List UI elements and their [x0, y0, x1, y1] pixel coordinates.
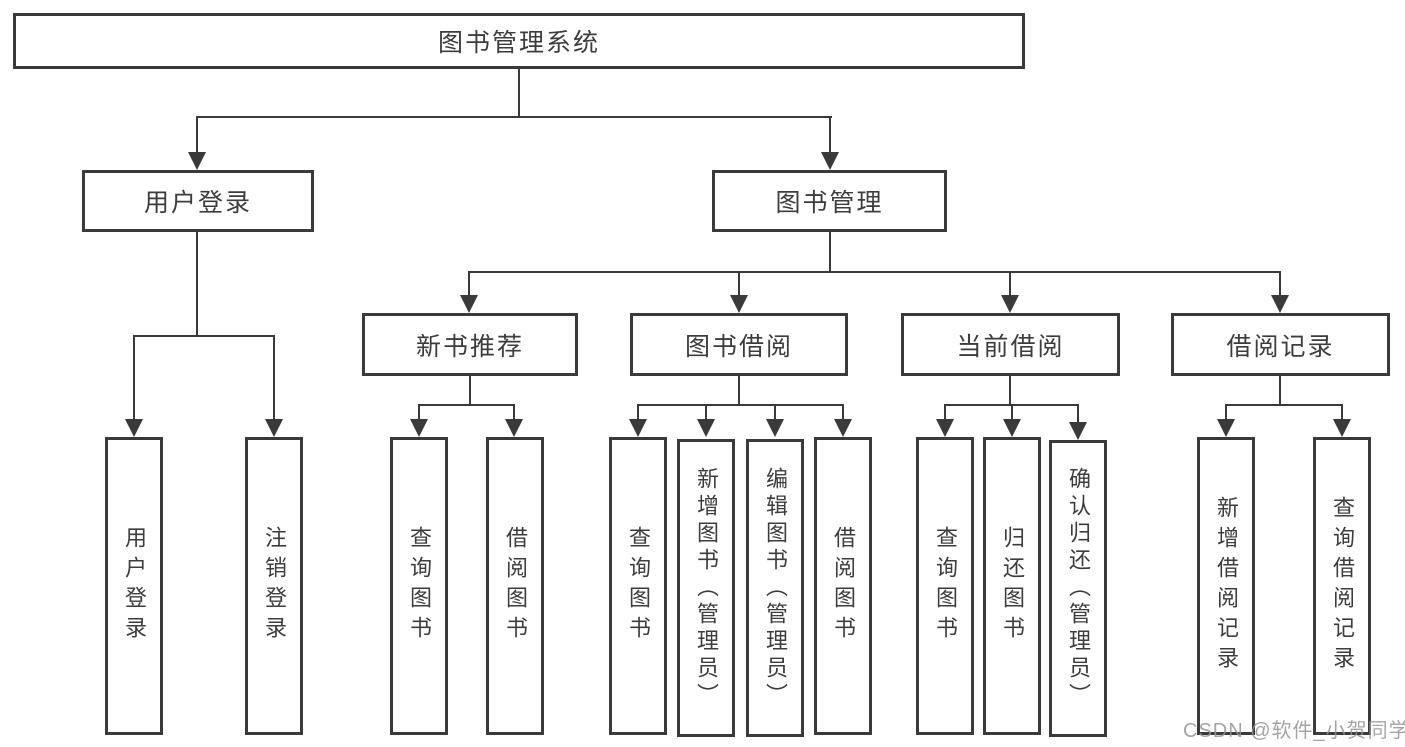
- node-book-borrowing: 图书借阅: [630, 313, 848, 376]
- connector-line: [133, 335, 275, 337]
- leaf-query-books-recommend: 查询图书: [390, 437, 448, 735]
- leaf-query-borrow-record-label: 查询借阅记录: [1330, 496, 1355, 676]
- connector-line: [518, 69, 520, 118]
- arrowhead-down-icon: [410, 419, 428, 437]
- leaf-return-books-label: 归还图书: [1000, 526, 1025, 646]
- connector-line: [738, 272, 740, 296]
- node-library-system-label: 图书管理系统: [437, 29, 600, 57]
- connector-line: [1279, 272, 1281, 296]
- connector-line: [1009, 376, 1011, 405]
- connector-line: [738, 376, 740, 405]
- arrowhead-down-icon: [125, 419, 143, 437]
- arrowhead-down-icon: [730, 295, 748, 313]
- leaf-add-borrow-record: 新增借阅记录: [1197, 437, 1255, 735]
- node-borrow-records: 借阅记录: [1171, 313, 1390, 376]
- connector-line: [513, 405, 515, 420]
- connector-line: [842, 405, 844, 420]
- connector-line: [944, 405, 946, 420]
- leaf-query-books-recommend-label: 查询图书: [407, 526, 432, 646]
- leaf-confirm-return-admin-label: 确认归还（管理员）: [1066, 467, 1091, 710]
- connector-line: [705, 405, 707, 420]
- connector-line: [637, 404, 844, 406]
- arrowhead-down-icon: [1069, 422, 1087, 440]
- leaf-borrow-books-borrowing: 借阅图书: [814, 437, 872, 735]
- connector-line: [1341, 405, 1343, 420]
- leaf-borrow-books-borrowing-label: 借阅图书: [831, 526, 856, 646]
- connector-line: [418, 404, 515, 406]
- connector-line: [1009, 272, 1011, 296]
- arrowhead-down-icon: [1001, 295, 1019, 313]
- connector-line: [468, 271, 1281, 273]
- arrowhead-down-icon: [834, 419, 852, 437]
- arrowhead-down-icon: [1333, 419, 1351, 437]
- connector-line: [637, 405, 639, 420]
- leaf-query-borrow-record: 查询借阅记录: [1313, 437, 1371, 735]
- leaf-edit-book-admin-label: 编辑图书（管理员）: [763, 466, 788, 710]
- connector-line: [468, 272, 470, 296]
- arrowhead-down-icon: [265, 419, 283, 437]
- connector-line: [829, 232, 831, 272]
- arrowhead-down-icon: [936, 419, 954, 437]
- node-current-borrowing-label: 当前借阅: [956, 332, 1065, 361]
- connector-line: [469, 376, 471, 405]
- connector-line: [774, 405, 776, 420]
- leaf-borrow-books-recommend: 借阅图书: [486, 437, 544, 735]
- connector-line: [196, 117, 198, 153]
- node-borrow-records-label: 借阅记录: [1226, 332, 1335, 361]
- node-user-login-label: 用户登录: [143, 189, 252, 217]
- leaf-confirm-return-admin: 确认归还（管理员）: [1049, 440, 1107, 737]
- leaf-logout-label: 注销登录: [262, 526, 287, 646]
- leaf-return-books: 归还图书: [983, 437, 1041, 735]
- node-new-book-recommend: 新书推荐: [362, 313, 578, 376]
- node-book-management-label: 图书管理: [775, 189, 884, 217]
- connector-line: [829, 117, 831, 153]
- leaf-add-borrow-record-label: 新增借阅记录: [1214, 496, 1239, 676]
- arrowhead-down-icon: [629, 419, 647, 437]
- leaf-user-login-label: 用户登录: [122, 526, 147, 646]
- leaf-query-books-current: 查询图书: [916, 437, 974, 735]
- node-new-book-recommend-label: 新书推荐: [415, 332, 524, 361]
- arrowhead-down-icon: [697, 419, 715, 437]
- connector-line: [418, 405, 420, 420]
- connector-line: [1225, 405, 1227, 420]
- leaf-add-book-admin-label: 新增图书（管理员）: [694, 466, 719, 710]
- arrowhead-down-icon: [460, 295, 478, 313]
- connector-line: [133, 336, 135, 420]
- node-book-borrowing-label: 图书借阅: [684, 332, 793, 361]
- connector-line: [273, 336, 275, 420]
- connector-line: [1077, 405, 1079, 423]
- arrowhead-down-icon: [188, 152, 206, 170]
- connector-line: [1279, 376, 1281, 405]
- node-user-login: 用户登录: [82, 170, 314, 232]
- leaf-add-book-admin: 新增图书（管理员）: [677, 439, 735, 737]
- node-current-borrowing: 当前借阅: [901, 313, 1120, 376]
- arrowhead-down-icon: [505, 419, 523, 437]
- arrowhead-down-icon: [1003, 419, 1021, 437]
- arrowhead-down-icon: [766, 419, 784, 437]
- leaf-query-books-borrowing: 查询图书: [609, 437, 667, 735]
- arrowhead-down-icon: [1217, 419, 1235, 437]
- arrowhead-down-icon: [1271, 295, 1289, 313]
- node-library-system: 图书管理系统: [13, 13, 1025, 69]
- leaf-logout: 注销登录: [245, 437, 303, 735]
- connector-line: [1011, 405, 1013, 420]
- leaf-query-books-current-label: 查询图书: [933, 526, 958, 646]
- leaf-user-login: 用户登录: [105, 437, 163, 735]
- connector-line: [196, 116, 832, 118]
- leaf-edit-book-admin: 编辑图书（管理员）: [746, 439, 804, 737]
- arrowhead-down-icon: [821, 152, 839, 170]
- node-book-management: 图书管理: [712, 170, 947, 232]
- connector-line: [196, 232, 198, 336]
- leaf-query-books-borrowing-label: 查询图书: [626, 526, 651, 646]
- leaf-borrow-books-recommend-label: 借阅图书: [503, 526, 528, 646]
- csdn-watermark: CSDN @软件_小贺同学: [1183, 720, 1405, 742]
- connector-line: [1225, 404, 1343, 406]
